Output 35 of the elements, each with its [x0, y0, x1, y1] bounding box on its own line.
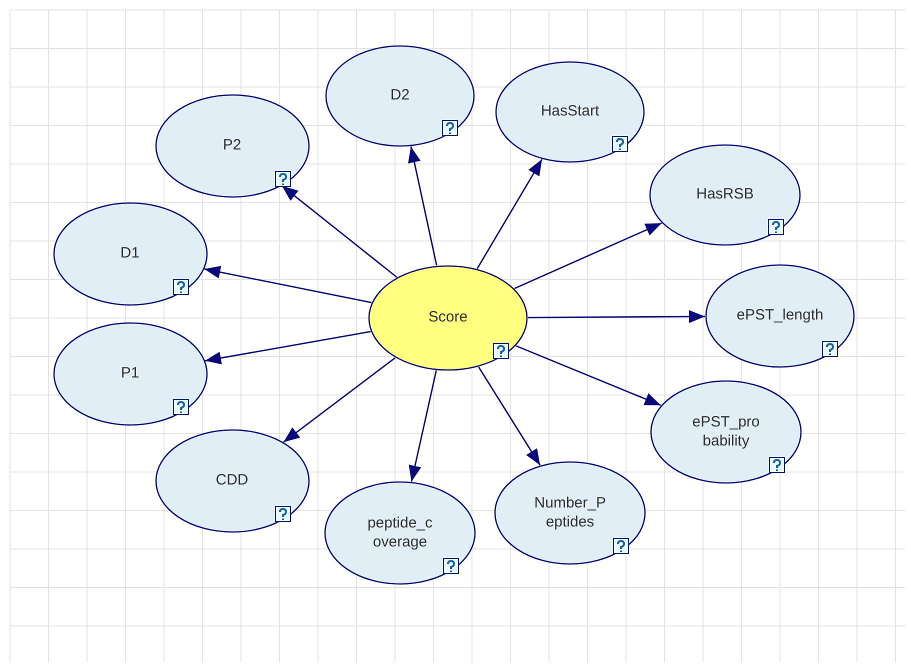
node-label: Score — [428, 308, 468, 328]
node-label: HasStart — [540, 102, 600, 122]
chance-node-ellipse — [649, 144, 801, 246]
chance-node-ellipse — [52, 202, 208, 306]
chance-node-ellipse — [368, 265, 528, 371]
node-label: ePST_pro bability — [692, 413, 760, 451]
node-label: D2 — [390, 86, 410, 106]
arrow — [282, 185, 398, 278]
arrow — [204, 330, 371, 364]
node-label: HasRSB — [696, 186, 754, 204]
node-label: CDD — [216, 472, 248, 490]
arrow — [528, 310, 706, 323]
arrow — [408, 146, 438, 266]
chance-node-ellipse — [325, 45, 475, 147]
node-label: peptide_c overage — [367, 514, 433, 552]
arrow — [514, 222, 662, 290]
node-label: D1 — [120, 244, 140, 264]
arrow — [283, 357, 396, 443]
chance-node-ellipse — [650, 380, 802, 484]
chance-node-ellipse — [705, 264, 855, 368]
node-label: P2 — [222, 136, 242, 156]
node-label: ePST_length — [736, 306, 824, 326]
chance-node-ellipse — [154, 94, 310, 198]
arrow — [516, 345, 662, 406]
chance-node-ellipse — [494, 461, 646, 565]
node-label: P1 — [120, 364, 140, 384]
arrow — [476, 158, 543, 270]
chance-node-ellipse — [154, 429, 310, 533]
chance-node-ellipse — [52, 322, 208, 426]
chance-node-ellipse — [495, 61, 645, 163]
arrow — [204, 266, 372, 304]
arrow — [478, 366, 541, 466]
arrow — [408, 370, 437, 482]
node-label: Number_P eptides — [534, 494, 606, 532]
chance-node-ellipse — [324, 481, 476, 585]
